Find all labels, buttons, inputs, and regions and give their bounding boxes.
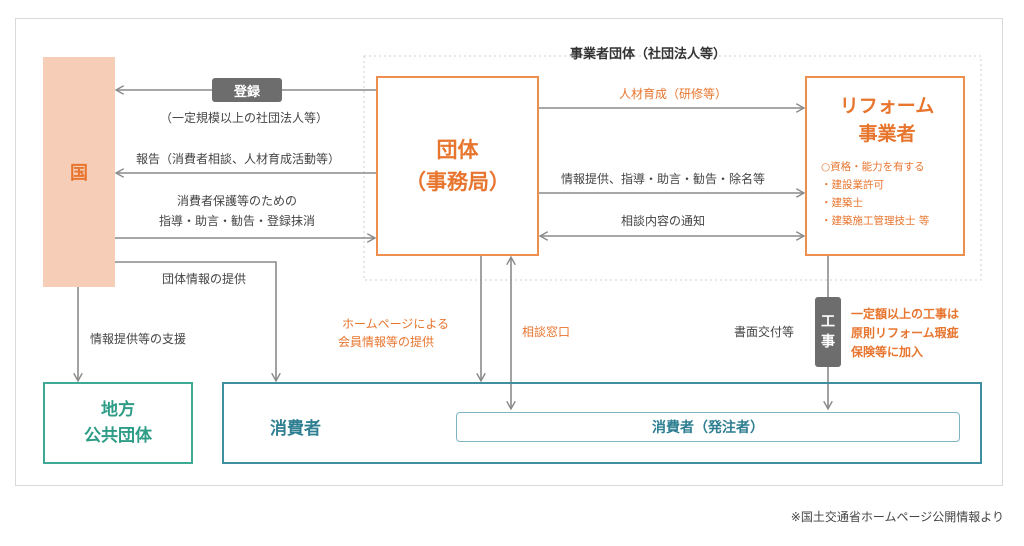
label-hoken-1: 一定額以上の工事は [851,307,960,321]
node-dantai-line2: （事務局） [405,170,510,194]
label-hoken-2: 原則リフォーム瑕疵 [851,326,959,340]
node-reform-line1: リフォーム [839,95,935,117]
node-chiho: 地方 公共団体 [43,382,193,464]
source-note: ※国土交通省ホームページ公開情報より [790,510,1004,524]
reform-list-item: ・建築施工管理技士 等 [821,215,930,227]
node-shohisha-label: 消費者 [270,419,321,439]
reform-list-item: ・建設業許可 [821,179,884,191]
label-soudan-tsuchi: 相談内容の通知 [621,214,706,228]
label-shido-1: 消費者保護等のための [177,194,298,208]
koji-badge: 工 事 [815,297,841,367]
node-kuni: 国 [43,57,115,287]
node-chiho-line1: 地方 [101,400,135,420]
label-dantai-joho: 団体情報の提供 [162,272,247,286]
node-reform-title: リフォーム 事業者 [821,92,953,148]
label-soudan-madoguchi: 相談窓口 [522,325,571,339]
label-homepage-1: ホームページによる [342,317,450,331]
node-dantai: 団体 （事務局） [376,76,539,256]
node-chiho-line2: 公共団体 [84,426,152,446]
label-hoken-3: 保険等に加入 [851,345,924,359]
group-label: 事業者団体（社団法人等） [570,47,727,62]
node-kuni-label: 国 [70,163,88,184]
label-shido-2: 指導・助言・勧告・登録抹消 [159,214,316,228]
label-toroku-note: （一定規模以上の社団法人等） [160,111,329,125]
reform-list-item: ・建築士 [821,197,863,209]
label-hokoku: 報告（消費者相談、人材育成活動等） [136,152,341,166]
node-hatchu: 消費者（発注者） [456,412,960,442]
label-shomen: 書面交付等 [734,325,795,339]
label-homepage-2: 会員情報等の提供 [338,335,435,349]
node-shohisha: 消費者 消費者（発注者） [222,382,982,464]
node-reform-list: ○資格・能力を有する ・建設業許可 ・建築士 ・建築施工管理技士 等 [821,158,929,230]
reform-list-item: ○資格・能力を有する [821,161,925,173]
node-reform-line2: 事業者 [858,123,916,145]
label-shien: 情報提供等の支援 [90,332,187,346]
label-jinzai: 人材育成（研修等） [619,87,728,101]
node-dantai-line1: 団体 [436,138,479,162]
label-joho-teikyo: 情報提供、指導・助言・勧告・除名等 [561,172,766,186]
koji-char-1: 工 [821,314,835,330]
koji-char-2: 事 [821,334,835,350]
toroku-badge: 登録 [212,78,282,102]
node-reform: リフォーム 事業者 ○資格・能力を有する ・建設業許可 ・建築士 ・建築施工管理… [805,76,965,256]
